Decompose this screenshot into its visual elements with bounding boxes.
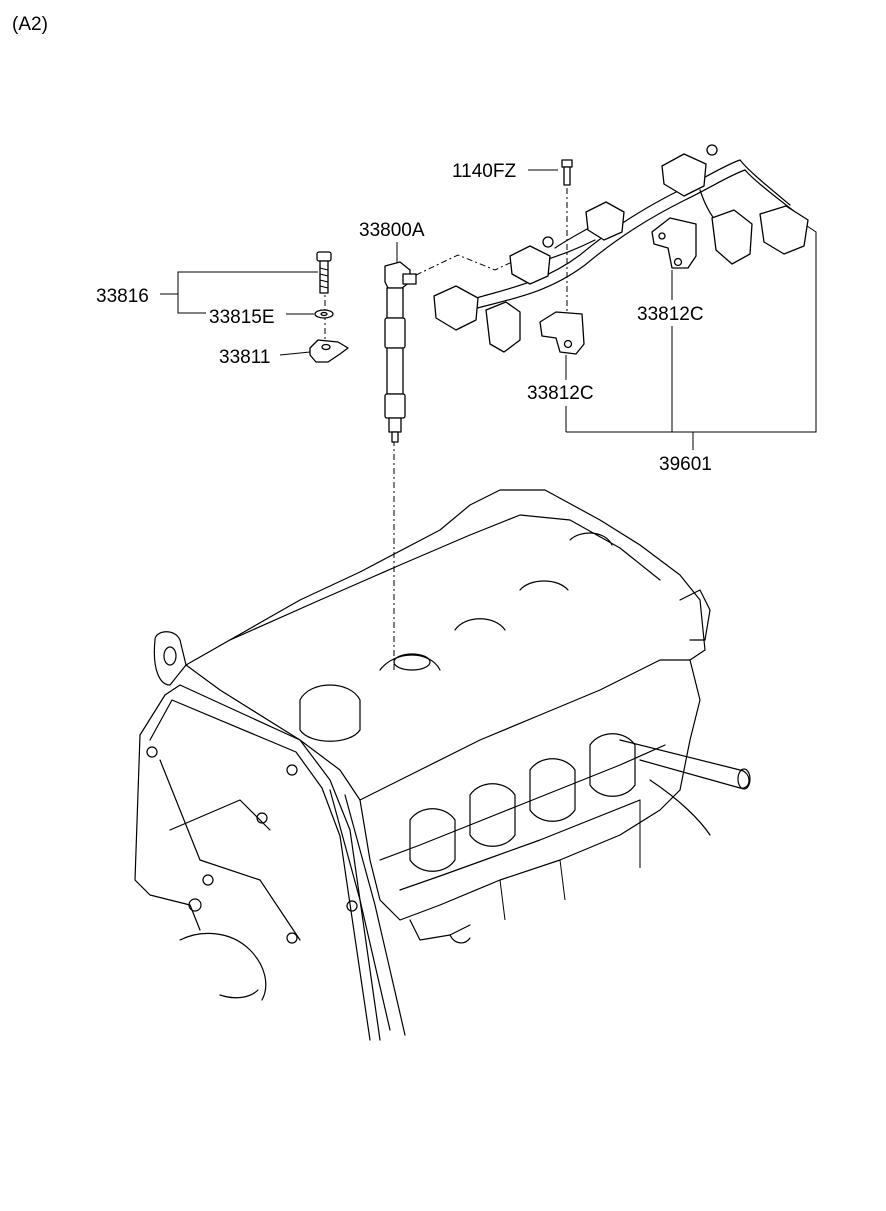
engine-cylinder-head bbox=[153, 489, 751, 921]
bracket-33812c-left-part bbox=[539, 311, 585, 355]
engine-timing-cover bbox=[134, 684, 566, 1041]
bolt-1140fz-part bbox=[561, 159, 573, 186]
clamp-33811-part bbox=[309, 339, 349, 363]
callout-33811[interactable]: 33811 bbox=[219, 347, 270, 368]
washer-33815e-part bbox=[314, 309, 334, 319]
callout-33816[interactable]: 33816 bbox=[96, 286, 149, 307]
bolt-33816-part bbox=[316, 251, 332, 294]
injector-33800a-part bbox=[384, 261, 417, 443]
view-label: (A2) bbox=[12, 14, 48, 35]
bracket-33812c-right-part bbox=[651, 217, 697, 269]
callout-33800a[interactable]: 33800A bbox=[359, 220, 425, 241]
callout-33812c-left[interactable]: 33812C bbox=[527, 383, 594, 404]
callout-33812c-right[interactable]: 33812C bbox=[637, 304, 704, 325]
callout-33815e[interactable]: 33815E bbox=[209, 307, 275, 328]
wiring-harness-39601-part bbox=[433, 144, 809, 353]
callout-1140fz[interactable]: 1140FZ bbox=[452, 161, 516, 182]
callout-39601[interactable]: 39601 bbox=[659, 454, 712, 475]
